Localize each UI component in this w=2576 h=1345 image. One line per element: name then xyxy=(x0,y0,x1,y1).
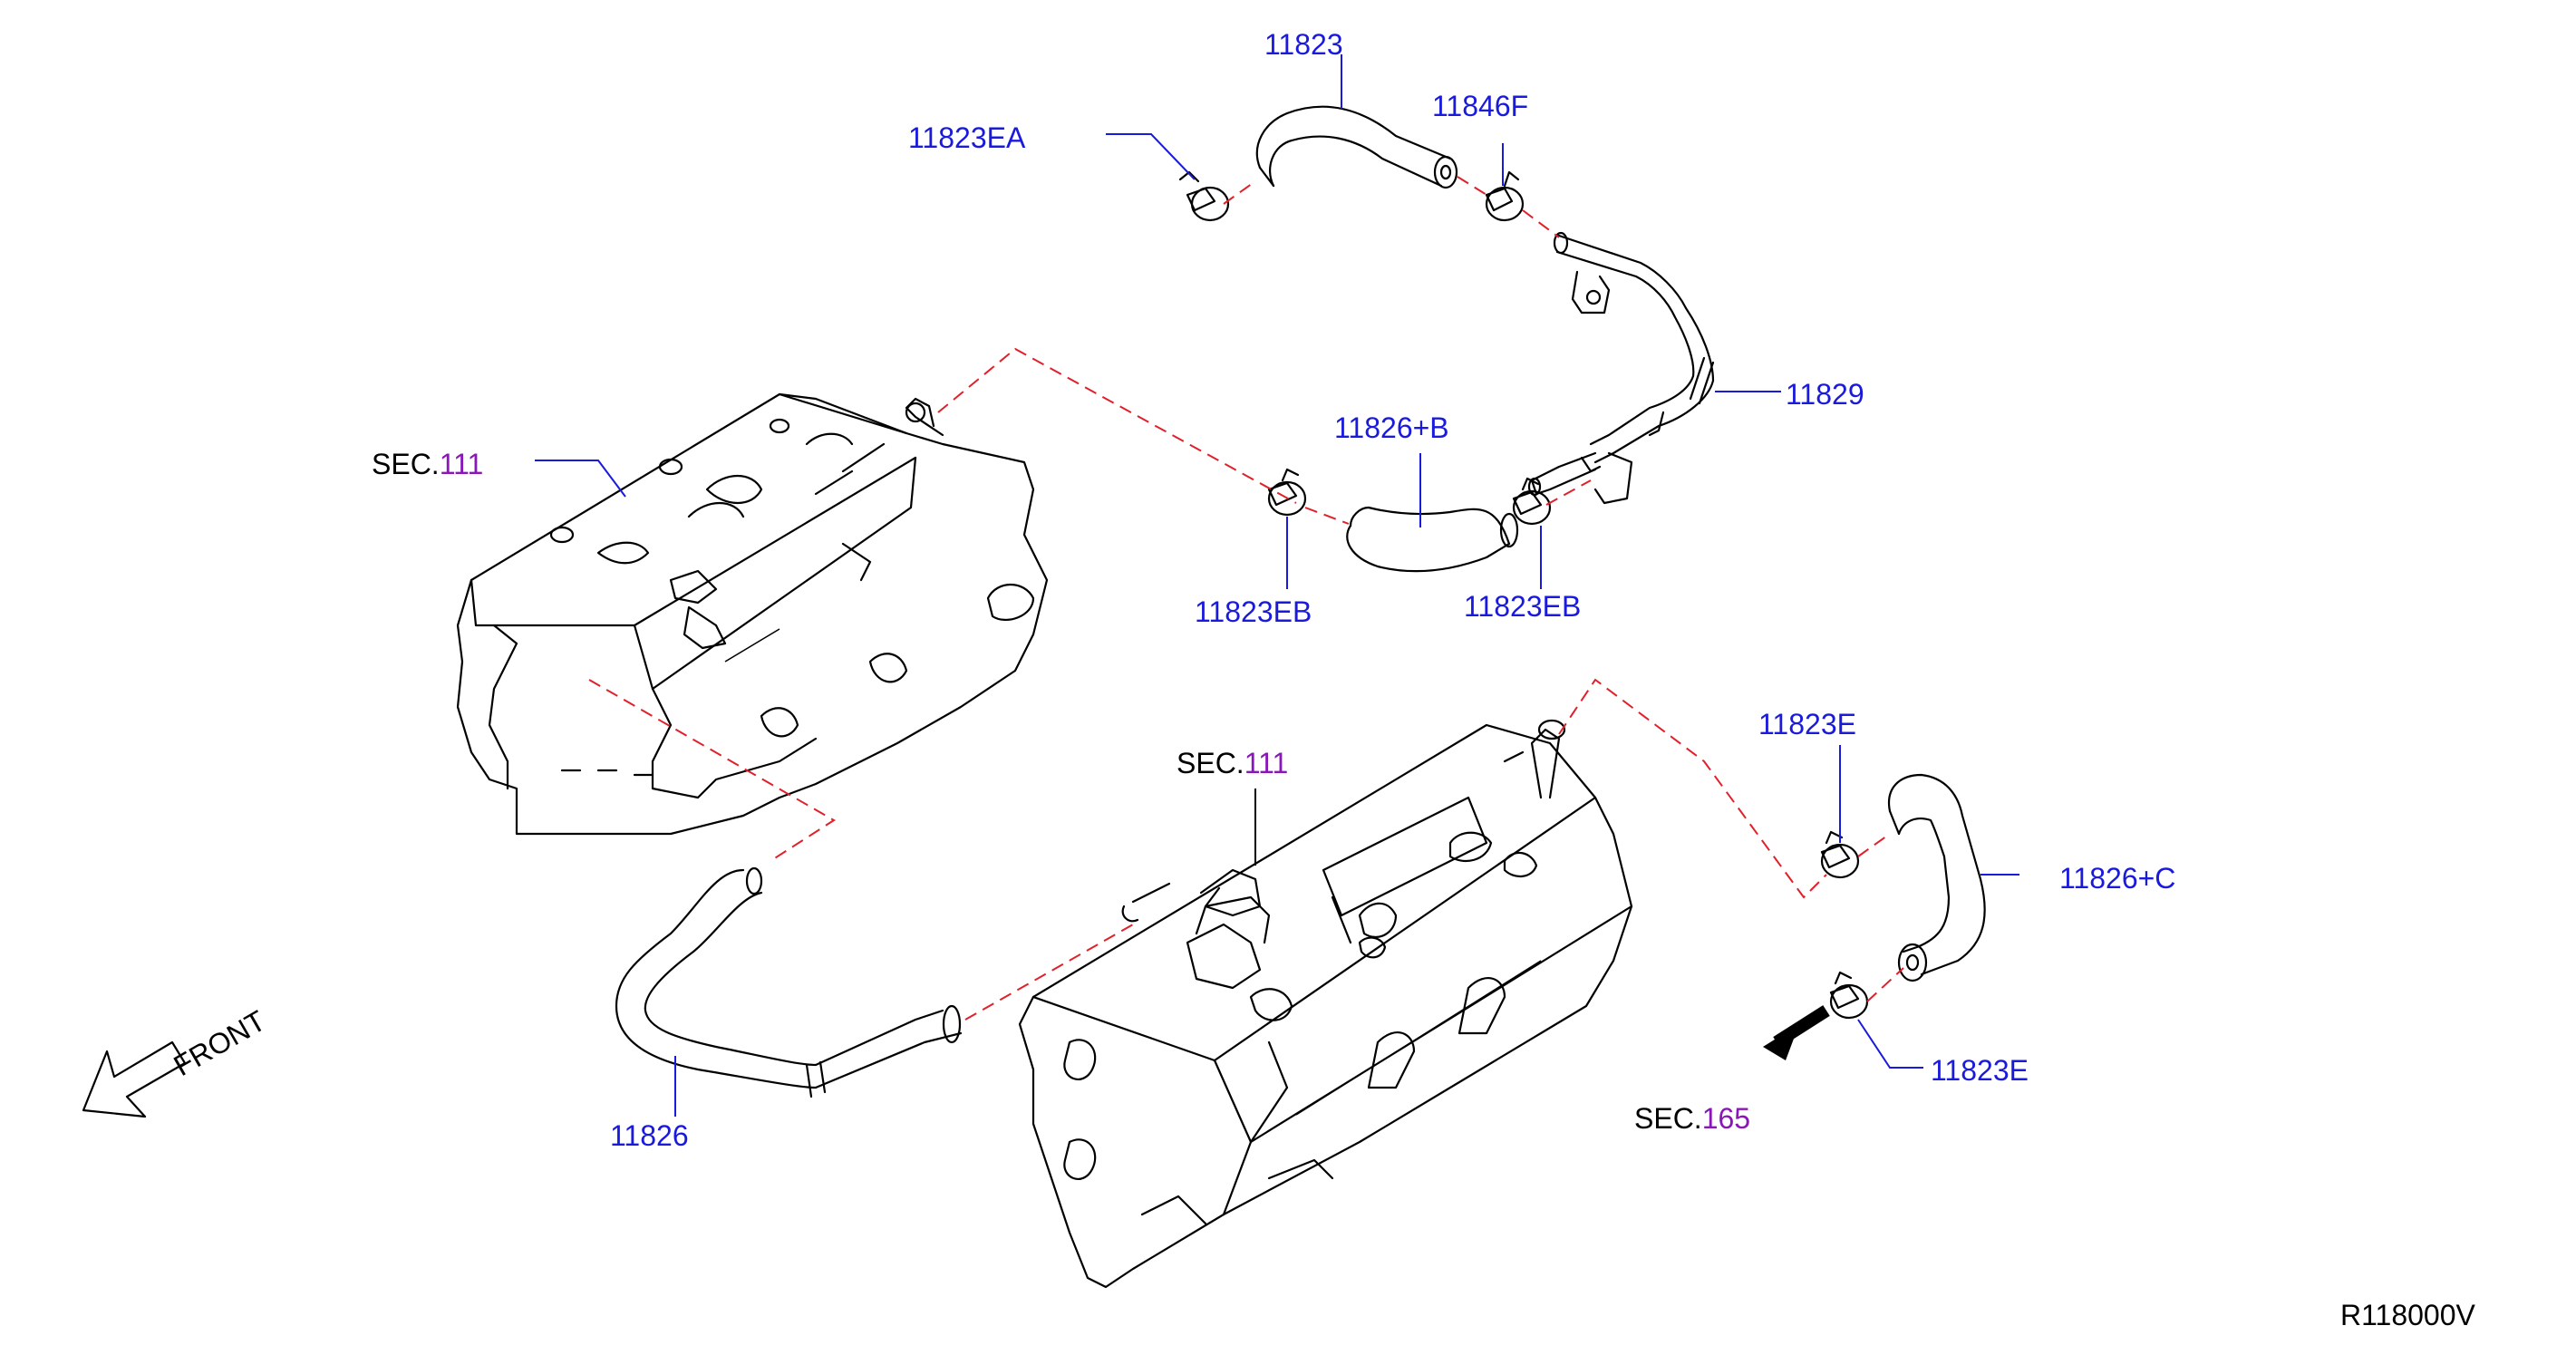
sec-number: 111 xyxy=(1244,747,1289,779)
clamp-11823E-bottom xyxy=(1829,971,1869,1020)
label-11823: 11823 xyxy=(1264,28,1343,61)
hose-11826 xyxy=(615,866,963,1098)
clamp-11823EB-left xyxy=(1267,468,1307,517)
label-11823E-bottom: 11823E xyxy=(1931,1054,2029,1087)
label-11826B: 11826+B xyxy=(1334,411,1449,444)
label-11846F: 11846F xyxy=(1432,90,1528,122)
pipe-11829 xyxy=(1527,231,1715,505)
arrow-to-sec165 xyxy=(1763,1005,1830,1060)
front-label: FRONT xyxy=(169,1004,271,1082)
sec-number: 165 xyxy=(1702,1102,1750,1135)
sec-prefix: SEC. xyxy=(1177,747,1244,779)
label-11823EB-right: 11823EB xyxy=(1464,590,1581,623)
clamp-11823EA xyxy=(1178,170,1230,222)
hose-11826B xyxy=(1346,506,1519,573)
clamp-11823E-top xyxy=(1820,830,1860,879)
diagram-code: R118000V xyxy=(2340,1299,2476,1331)
label-sec-111-upper: SEC.111 xyxy=(372,448,483,480)
hose-11826C xyxy=(1887,773,1986,982)
upper-cylinder-head xyxy=(456,392,1049,836)
label-11826C: 11826+C xyxy=(2059,862,2175,895)
clamp-11823EB-right xyxy=(1512,477,1552,526)
connection-lines xyxy=(588,176,1904,1021)
sec-number: 111 xyxy=(440,448,484,480)
label-11823EA: 11823EA xyxy=(908,121,1026,154)
label-11826: 11826 xyxy=(610,1119,689,1152)
lower-cylinder-head xyxy=(1018,719,1633,1289)
sec-prefix: SEC. xyxy=(372,448,440,480)
label-11823E-top: 11823E xyxy=(1758,708,1856,740)
label-sec-111-lower: SEC.111 xyxy=(1177,747,1288,779)
front-arrow-icon xyxy=(82,1040,187,1118)
clamp-11846F xyxy=(1485,170,1525,222)
label-11823EB-left: 11823EB xyxy=(1195,595,1312,628)
hose-11823 xyxy=(1255,105,1458,189)
sec-prefix: SEC. xyxy=(1634,1102,1702,1135)
leader-lines xyxy=(535,54,2019,1117)
label-sec-165: SEC.165 xyxy=(1634,1102,1750,1135)
label-11829: 11829 xyxy=(1786,378,1864,411)
